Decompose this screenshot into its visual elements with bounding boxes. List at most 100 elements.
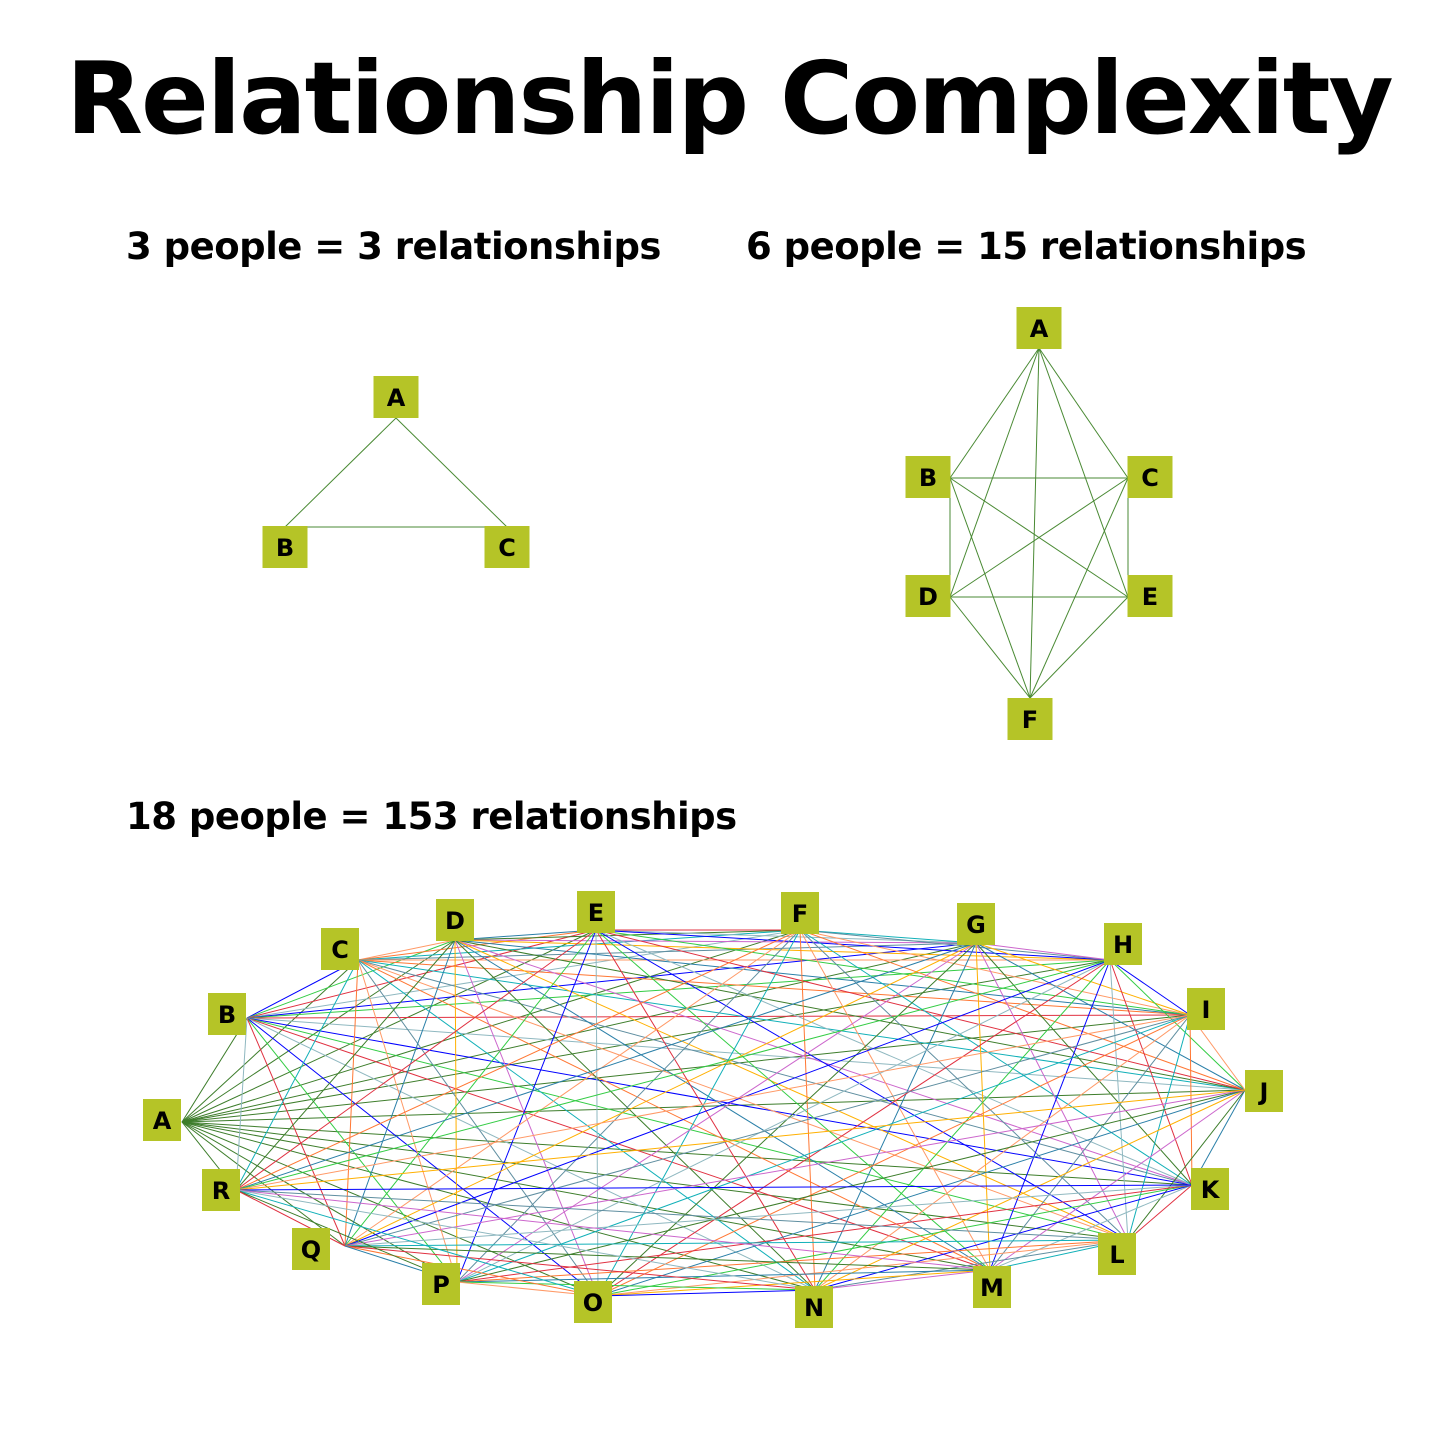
node-box [1127,456,1173,498]
node-label: E [588,899,604,927]
node-box [973,1266,1011,1308]
relationship-edge-G-K [975,942,1193,1186]
relationship-edge-E-P [456,929,597,1283]
relationship-edge-D-F [949,596,1031,699]
relationship-edge-B-F [246,929,801,1019]
node-label: R [212,1177,230,1205]
relationship-edge-J-N [814,1089,1246,1291]
relationship-edge-H-L [1109,959,1129,1241]
relationship-edge-G-R [235,942,977,1191]
relationship-edge-O-R [235,1189,599,1297]
node-label: D [445,907,465,935]
relationship-edge-B-D [246,939,456,1019]
relationship-edge-C-J [357,959,1246,1091]
relationship-edge-B-L [246,1017,1129,1241]
relationship-edge-D-P [454,939,458,1283]
relationship-edge-C-P [357,959,458,1283]
relationship-edge-G-M [975,942,991,1271]
relationship-edge-B-G [246,942,977,1019]
node-box [1104,923,1142,965]
node-box [1098,1233,1136,1275]
node-label: F [1022,706,1038,734]
relationship-edge-B-N [246,1017,816,1291]
relationship-edge-C-I [357,959,1191,1016]
relationship-edge-D-L [454,939,1129,1241]
person-node-Q: Q [292,1228,330,1270]
node-label: E [1142,583,1158,611]
relationship-edge-J-R [235,1089,1246,1191]
relationship-edge-N-R [235,1189,816,1291]
relationship-edge-C-M [357,959,991,1271]
relationship-edge-C-L [357,959,1129,1241]
node-box [1187,988,1225,1030]
relationship-edge-F-K [799,929,1193,1186]
relationship-edge-G-N [814,942,977,1291]
node-box [795,1286,833,1328]
relationship-edge-M-Q [344,1245,991,1271]
relationship-edge-I-P [456,1014,1191,1283]
relationship-edge-A-D [949,347,1040,598]
relationship-edge-A-J [181,1089,1246,1123]
relationship-edge-A-C [1038,347,1129,479]
relationship-edge-L-N [814,1239,1129,1291]
node-box [1245,1070,1283,1112]
relationship-edge-E-M [595,929,991,1271]
relationship-edge-F-Q [344,929,801,1247]
relationship-edge-D-N [454,939,816,1291]
relationship-edge-C-K [357,959,1193,1186]
relationship-edge-H-N [814,959,1111,1291]
relationship-edge-B-Q [246,1017,346,1247]
node-box [1016,307,1062,349]
relationship-edge-H-J [1109,959,1246,1091]
relationship-edge-P-R [235,1189,458,1283]
relationship-edge-K-M [989,1184,1193,1271]
relationship-edge-A-B [284,417,397,528]
person-node-K: K [1191,1168,1229,1210]
relationship-edge-A-F [181,929,801,1123]
relationship-edge-M-R [235,1189,991,1271]
relationship-edge-G-H [975,942,1111,961]
relationship-edge-C-D [949,477,1129,598]
relationship-edge-A-I [181,1014,1191,1123]
node-label: A [153,1107,172,1135]
person-node-B: B [262,526,308,568]
relationship-edge-G-J [975,942,1246,1091]
relationship-edge-H-M [989,959,1111,1271]
node-label: P [432,1271,450,1299]
node-box [574,1281,612,1323]
relationship-edge-C-N [357,959,816,1291]
relationship-edge-B-R [235,1017,248,1191]
node-box [484,526,530,568]
node-box [422,1263,460,1305]
page-title: Relationship Complexity [66,40,1394,157]
person-node-E: E [577,891,615,933]
relationship-edge-I-M [989,1014,1191,1271]
relationship-edge-K-R [235,1184,1193,1191]
relationship-edge-F-J [799,929,1246,1091]
relationship-edge-G-P [456,942,977,1283]
person-node-B: B [905,456,951,498]
relationship-edge-A-C [181,959,359,1123]
relationship-edge-F-N [799,929,816,1291]
person-node-L: L [1098,1233,1136,1275]
graph-caption-3: 3 people = 3 relationships [126,225,661,268]
relationship-edge-A-P [181,1121,458,1283]
relationship-edge-O-Q [344,1245,599,1297]
relationship-edge-E-R [235,929,597,1191]
person-node-C: C [321,928,359,970]
relationship-edge-K-P [456,1184,1193,1283]
relationship-edge-A-F [1029,347,1040,699]
relationship-edge-A-Q [181,1121,346,1247]
relationship-edge-I-R [235,1014,1191,1191]
person-node-I: I [1187,988,1225,1030]
relationship-edge-D-O [454,939,599,1297]
node-box [292,1228,330,1270]
relationship-edge-J-M [989,1089,1246,1271]
person-node-A: A [143,1099,181,1141]
relationship-edge-C-R [235,959,359,1191]
person-node-D: D [436,899,474,941]
person-node-A: A [1016,307,1062,349]
relationship-edge-C-F [1029,477,1129,699]
relationship-edge-A-G [181,942,977,1123]
node-label: F [792,900,808,928]
